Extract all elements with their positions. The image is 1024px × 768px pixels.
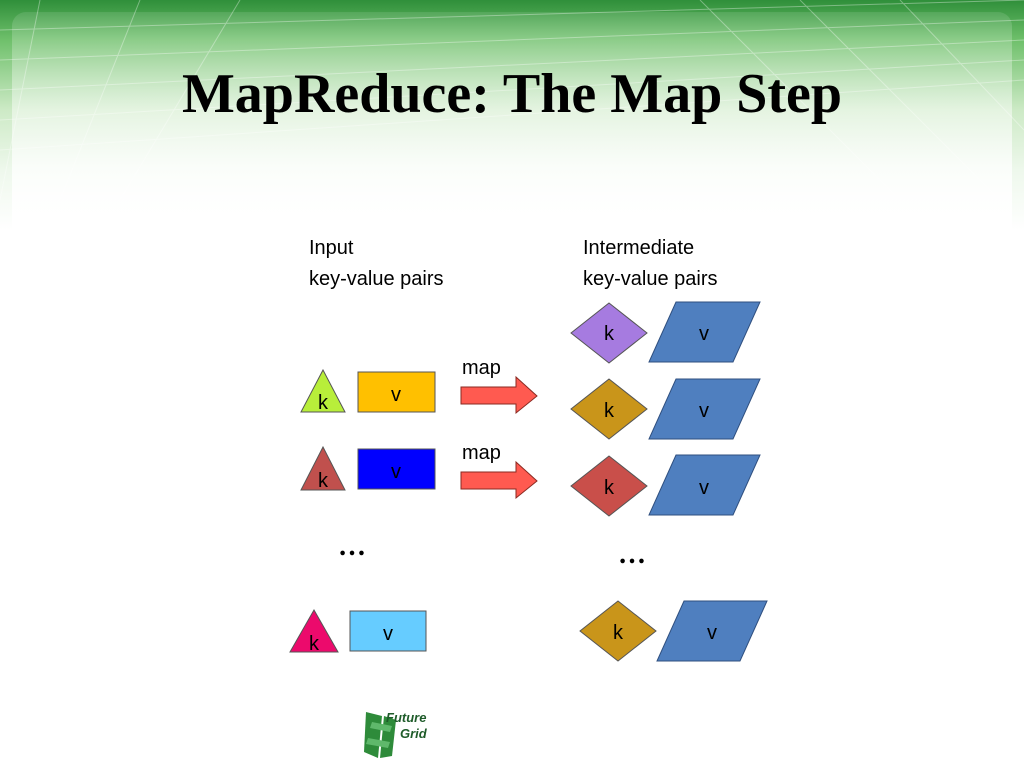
map-arrow-label: map	[462, 357, 501, 379]
value-label: v	[707, 622, 717, 644]
value-label: v	[699, 477, 709, 499]
intermediate-pair: k v	[570, 301, 761, 364]
value-box-blue	[357, 448, 436, 490]
input-label-line2: key-value pairs	[309, 268, 444, 290]
value-parallelogram	[648, 454, 761, 516]
value-parallelogram	[648, 301, 761, 363]
logo-text-line1: Future	[386, 710, 426, 725]
key-label: k	[309, 633, 320, 655]
intermediate-pair: k v	[570, 378, 761, 440]
key-label: k	[604, 400, 615, 422]
key-label: k	[318, 470, 329, 492]
key-diamond-gold	[570, 378, 648, 440]
value-box-gold	[357, 371, 436, 413]
value-parallelogram	[656, 600, 768, 662]
key-triangle-pink	[289, 608, 339, 653]
key-diamond-gold	[579, 600, 657, 662]
intermediate-label-line2: key-value pairs	[583, 268, 718, 290]
input-pair: k v	[289, 608, 427, 655]
value-label: v	[391, 461, 401, 483]
ellipsis-input: …	[338, 531, 366, 562]
map-arrow: map	[460, 442, 538, 500]
logo-text-line2: Grid	[400, 726, 428, 741]
key-triangle-red	[300, 445, 346, 491]
key-label: k	[318, 392, 329, 414]
key-label: k	[613, 622, 624, 644]
grid-logo-icon	[364, 712, 396, 758]
slide-title: MapReduce: The Map Step	[181, 63, 843, 125]
value-label: v	[699, 400, 709, 422]
value-label: v	[699, 323, 709, 345]
arrow-shape	[460, 375, 538, 415]
value-label: v	[383, 623, 393, 645]
arrow-shape	[460, 460, 538, 500]
map-arrow-label: map	[462, 442, 501, 464]
value-label: v	[391, 384, 401, 406]
futuregrid-logo: Future Grid	[364, 710, 428, 758]
slide-content-frame	[12, 12, 1012, 756]
value-parallelogram	[648, 378, 761, 440]
ellipsis-intermediate: …	[618, 539, 646, 570]
key-triangle-green	[300, 368, 346, 413]
key-label: k	[604, 323, 615, 345]
key-label: k	[604, 477, 615, 499]
map-arrow: map	[460, 357, 538, 415]
intermediate-pair: k v	[579, 600, 768, 662]
intermediate-pair: k v	[570, 454, 761, 517]
input-pair: k v	[300, 445, 436, 492]
key-diamond-purple	[570, 302, 648, 364]
value-box-light-blue	[349, 610, 427, 652]
input-pair: k v	[300, 368, 436, 414]
input-label-line1: Input	[309, 237, 354, 259]
intermediate-label-line1: Intermediate	[583, 237, 694, 259]
key-diamond-red	[570, 455, 648, 517]
